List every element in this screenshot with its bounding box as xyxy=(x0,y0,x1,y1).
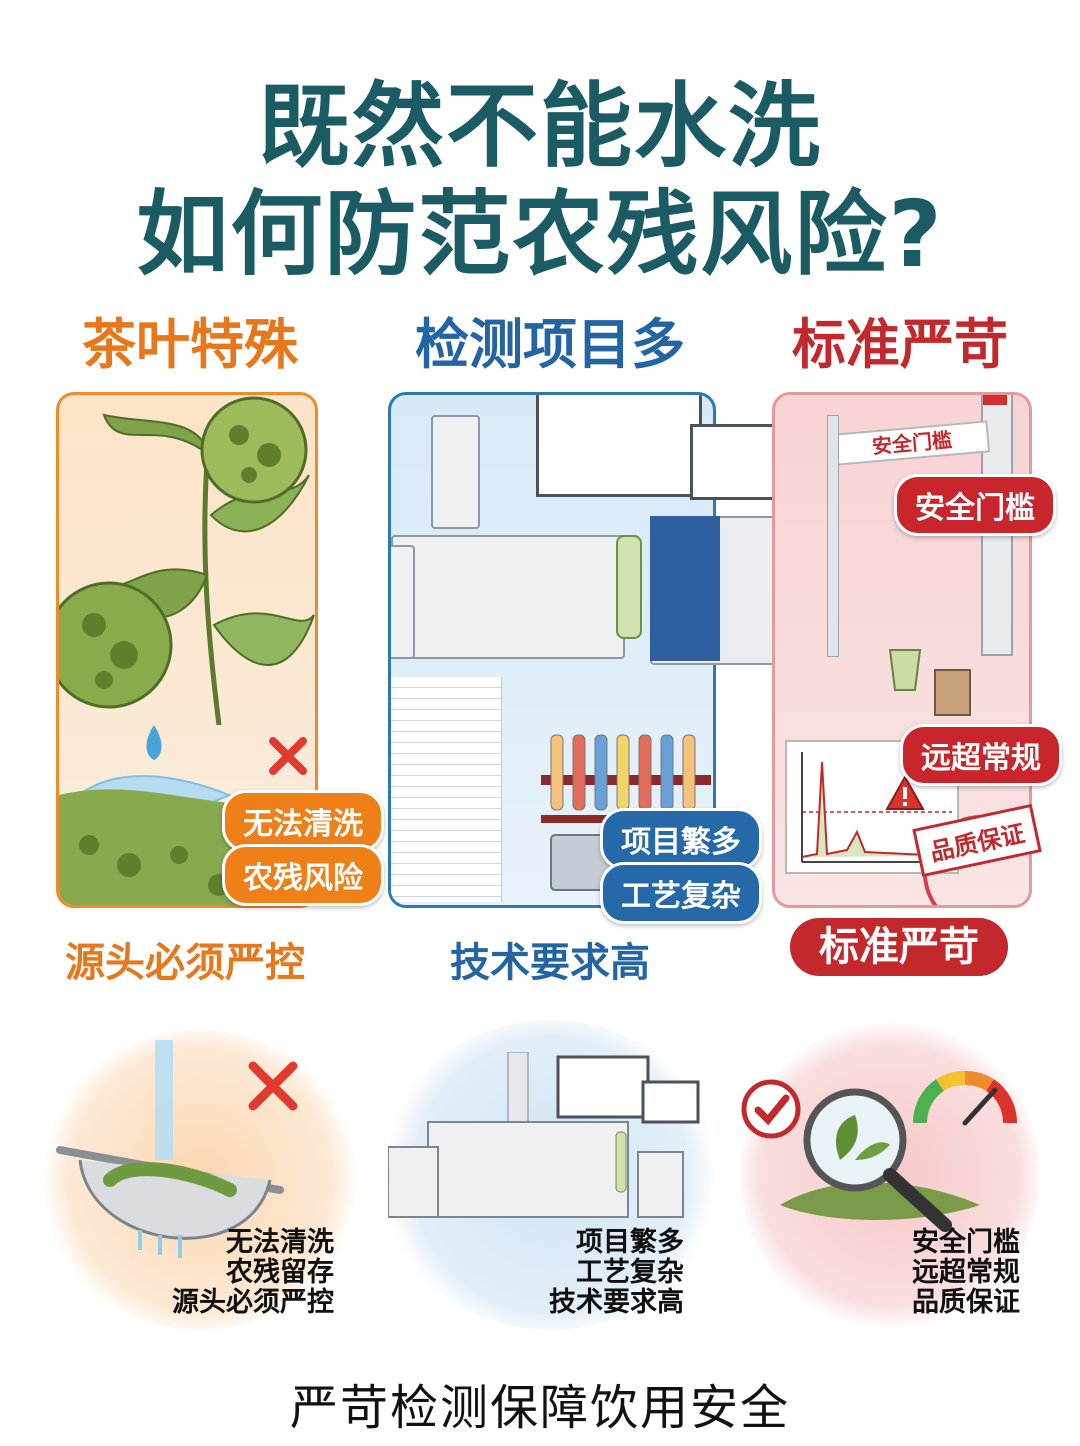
magnifier-icon xyxy=(780,1088,980,1232)
heading-strict-standard: 标准严苛 xyxy=(792,313,1008,376)
bottom-mid-line-2: 工艺复杂 xyxy=(576,1257,684,1288)
data-monitor xyxy=(536,395,702,497)
bottom-mid-line-1: 项目繁多 xyxy=(576,1227,684,1258)
test-item-document xyxy=(391,677,502,902)
bottom-right-line-3: 品质保证 xyxy=(912,1287,1020,1318)
lab-panel xyxy=(388,392,716,908)
title-line-2: 如何防范农残风险? xyxy=(136,181,944,288)
badge-pesticide-risk: 农残风险 xyxy=(222,844,384,906)
x-mark-icon xyxy=(245,1058,301,1118)
bottom-mid-line-3: 技术要求高 xyxy=(549,1287,684,1318)
badge-complex-process: 工艺复杂 xyxy=(600,862,762,924)
extraction-column xyxy=(616,535,642,639)
caption-source-control: 源头必须严控 xyxy=(65,940,305,986)
bottom-left-line-1: 无法清洗 xyxy=(226,1227,334,1258)
strainer-illustration xyxy=(56,1040,284,1258)
pump-module xyxy=(391,545,415,659)
warning-icon xyxy=(885,774,925,815)
footer-slogan: 严苛检测保障饮用安全 xyxy=(289,1380,790,1436)
badge-many-items: 项目繁多 xyxy=(600,808,762,870)
badge-far-beyond: 远超常规 xyxy=(900,724,1062,786)
bottom-left-line-3: 源头必须严控 xyxy=(172,1287,334,1318)
gauge-icon xyxy=(910,1058,1020,1132)
bottom-mid-text: 项目繁多 工艺复杂 技术要求高 xyxy=(520,1228,684,1318)
bottom-left-text: 无法清洗 农残留存 源头必须严控 xyxy=(150,1228,334,1318)
x-mark-icon xyxy=(267,735,309,781)
gate-sign: 安全门槛 xyxy=(833,420,991,466)
beaker-samples xyxy=(888,649,971,716)
tea-panel xyxy=(56,392,318,908)
mini-lab-illustration xyxy=(388,1052,700,1218)
badge-safety-threshold: 安全门槛 xyxy=(894,474,1056,536)
bottom-right-line-2: 远超常规 xyxy=(912,1257,1020,1288)
bottom-left-line-2: 农残留存 xyxy=(226,1257,334,1288)
caption-high-tech: 技术要求高 xyxy=(450,940,650,986)
heading-test-items: 检测项目多 xyxy=(415,313,685,376)
heading-tea-special: 茶叶特殊 xyxy=(82,313,298,376)
checkmark-icon xyxy=(740,1078,802,1144)
title-line-1: 既然不能水洗 xyxy=(257,73,822,180)
bottom-right-line-1: 安全门槛 xyxy=(912,1227,1020,1258)
gas-chromatograph xyxy=(391,535,625,659)
badge-cannot-wash: 无法清洗 xyxy=(222,790,384,852)
bottom-right-text: 安全门槛 远超常规 品质保证 xyxy=(890,1228,1020,1318)
autosampler-tower xyxy=(431,415,480,529)
caption-strict-standard: 标准严苛 xyxy=(790,918,1008,976)
